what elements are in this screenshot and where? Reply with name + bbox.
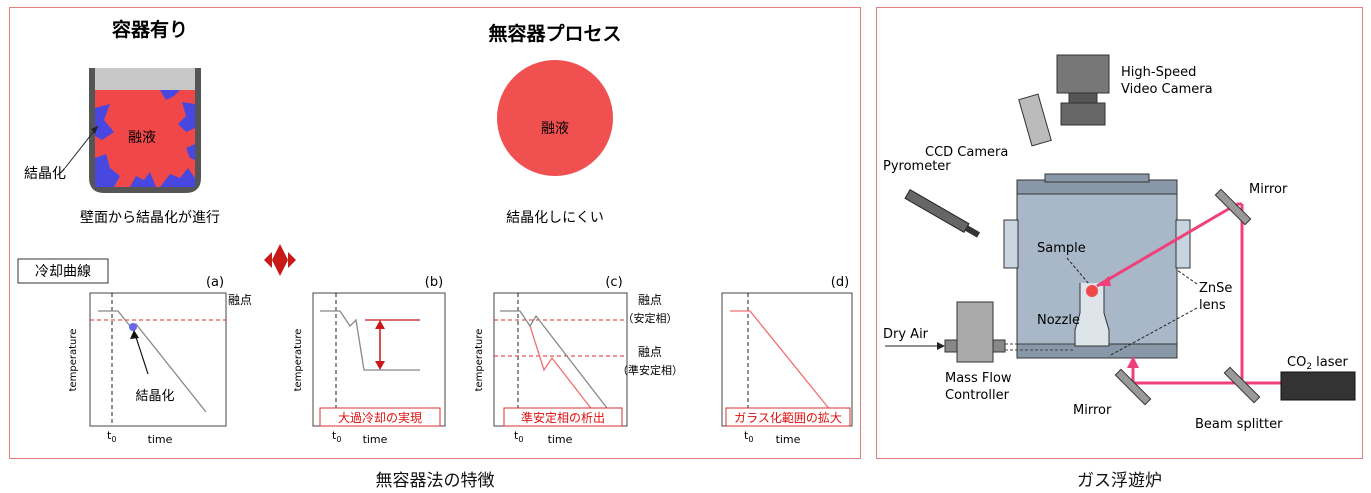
sample-droplet: [1086, 285, 1098, 297]
title-container: 容器有り: [112, 18, 188, 41]
mirror-top-label: Mirror: [1249, 182, 1288, 197]
graph-a-ylabel: temperature: [68, 329, 79, 392]
crystal-blob: [186, 144, 195, 160]
mfc-label-2: Controller: [945, 388, 1010, 403]
graph-b-label: (b): [425, 275, 443, 290]
crystal-blob: [178, 102, 195, 132]
crystallization-label: 結晶化: [24, 166, 66, 182]
pyrometer-icon: [904, 188, 981, 238]
right-caption: ガス浮遊炉: [1077, 471, 1162, 491]
title-containerless: 無容器プロセス: [488, 22, 621, 45]
graph-b-ylabel: temperature: [293, 329, 304, 392]
graph-b-t0: t0: [332, 429, 341, 444]
levitated-melt-droplet: [497, 60, 613, 176]
graph-c-ylabel: temperature: [474, 329, 485, 392]
znse-label-2: lens: [1199, 298, 1226, 313]
graph-b-banner: 大過冷却の実現: [338, 410, 422, 425]
ccd-camera-label: CCD Camera: [925, 145, 1008, 160]
ccd-camera-icon: [1018, 93, 1052, 147]
levitation-chamber: [1003, 173, 1191, 359]
graph-b: (b) 大過冷却の実現 temperature time t0: [293, 275, 446, 446]
nozzle-icon: [1074, 283, 1110, 347]
graph-c-xlabel: time: [548, 433, 573, 446]
containerless-features-figure: 容器有り 無容器プロセス 融液 結晶化 融液 壁面から結晶化が進行 結晶化しにく…: [17, 18, 853, 446]
graph-d-label: (d): [831, 275, 849, 290]
graph-c-label: (c): [605, 275, 622, 290]
melting-point-label: 融点: [228, 293, 252, 307]
mp-meta-sub: （準安定相）: [617, 363, 683, 377]
melt-label-droplet: 融液: [541, 121, 569, 137]
beam-splitter-label: Beam splitter: [1195, 417, 1283, 432]
containerless-features-panel: 容器有り 無容器プロセス 融液 結晶化 融液 壁面から結晶化が進行 結晶化しにく…: [9, 7, 861, 459]
laser-path: [1096, 202, 1281, 385]
desc-containerless: 結晶化しにくい: [506, 210, 604, 226]
mirror-bottom-label: Mirror: [1073, 403, 1112, 418]
pyrometer-label: Pyrometer: [883, 159, 951, 174]
crucible: [89, 68, 201, 193]
graph-a-xlabel: time: [148, 433, 173, 446]
nozzle-label: Nozzle: [1037, 313, 1080, 328]
crystal-blob: [95, 154, 120, 187]
mfc-label-1: Mass Flow: [945, 371, 1012, 386]
gas-levitation-furnace-diagram: High-Speed Video Camera CCD Camera Pyrom…: [883, 54, 1356, 432]
crystal-blob: [95, 104, 114, 140]
co2-laser-label: CO2 laser: [1287, 355, 1349, 372]
mass-flow-controller-icon: [956, 301, 994, 363]
graph-a-t0: t0: [107, 429, 116, 444]
graph-a: (a) 結晶化 temperature time t0 融点: [68, 275, 252, 446]
high-speed-label-1: High-Speed: [1121, 65, 1196, 80]
graph-a-crystallization: 結晶化: [135, 389, 174, 404]
graph-d-t0: t0: [744, 429, 753, 444]
contrast-arrow-icon: [272, 244, 288, 276]
mp-stable-sub: （安定相）: [623, 311, 678, 325]
znse-label-1: ZnSe: [1199, 281, 1232, 296]
desc-container: 壁面から結晶化が進行: [80, 210, 220, 226]
crystal-blob: [160, 90, 180, 100]
cooling-curve-label: 冷却曲線: [35, 264, 91, 280]
gas-levitation-furnace-panel: High-Speed Video Camera CCD Camera Pyrom…: [876, 7, 1363, 459]
mp-stable-label: 融点: [638, 293, 662, 307]
arrow-right-icon: [288, 252, 296, 268]
mirror-top-icon: [1214, 188, 1252, 226]
arrow-left-icon: [264, 252, 272, 268]
mirror-bottom-icon: [1114, 368, 1152, 406]
graph-b-xlabel: time: [363, 433, 388, 446]
co2-laser-icon: [1280, 371, 1356, 401]
crystal-blob: [130, 172, 156, 187]
beam-splitter-icon: [1223, 366, 1261, 404]
crystal-blob: [160, 168, 195, 187]
graph-c-t0: t0: [514, 429, 523, 444]
graph-d-banner: ガラス化範囲の拡大: [734, 410, 842, 425]
graph-d: (d) ガラス化範囲の拡大 time t0: [721, 275, 853, 446]
graph-a-label: (a): [206, 275, 224, 290]
mp-meta-label: 融点: [638, 345, 662, 359]
graph-c: (c) 準安定相の析出 temperature time t0 融点 （安定相）…: [474, 275, 683, 446]
dry-air-label: Dry Air: [883, 327, 929, 342]
high-speed-camera-icon: [1056, 54, 1110, 126]
high-speed-label-2: Video Camera: [1121, 82, 1213, 97]
melt-label-crucible: 融液: [128, 130, 156, 146]
left-caption: 無容器法の特徴: [375, 471, 495, 491]
graph-c-banner: 準安定相の析出: [521, 410, 605, 425]
graph-d-xlabel: time: [776, 433, 801, 446]
sample-label: Sample: [1037, 241, 1086, 256]
